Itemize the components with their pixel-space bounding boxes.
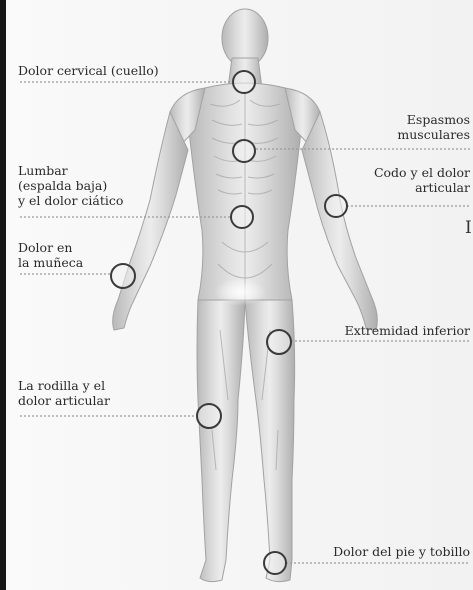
label-cervical: Dolor cervical (cuello) [18, 63, 159, 78]
clipped-letter: I [465, 218, 472, 238]
marker-lumbar [231, 206, 253, 228]
marker-codo [325, 195, 347, 217]
label-codo: Codo y el dolor articular [374, 165, 470, 195]
label-muneca: Dolor en la muñeca [18, 240, 83, 270]
label-rodilla: La rodilla y el dolor articular [18, 378, 110, 408]
marker-extremidad [267, 330, 291, 354]
marker-muneca [111, 264, 135, 288]
marker-rodilla [197, 404, 221, 428]
marker-espasmos [233, 140, 255, 162]
marker-cervical [233, 71, 255, 93]
label-pie: Dolor del pie y tobillo [333, 544, 470, 559]
label-espasmos: Espasmos musculares [397, 112, 470, 142]
marker-pie [264, 552, 286, 574]
label-lumbar: Lumbar (espalda baja) y el dolor ciático [18, 163, 123, 208]
label-extremidad: Extremidad inferior [345, 323, 470, 338]
